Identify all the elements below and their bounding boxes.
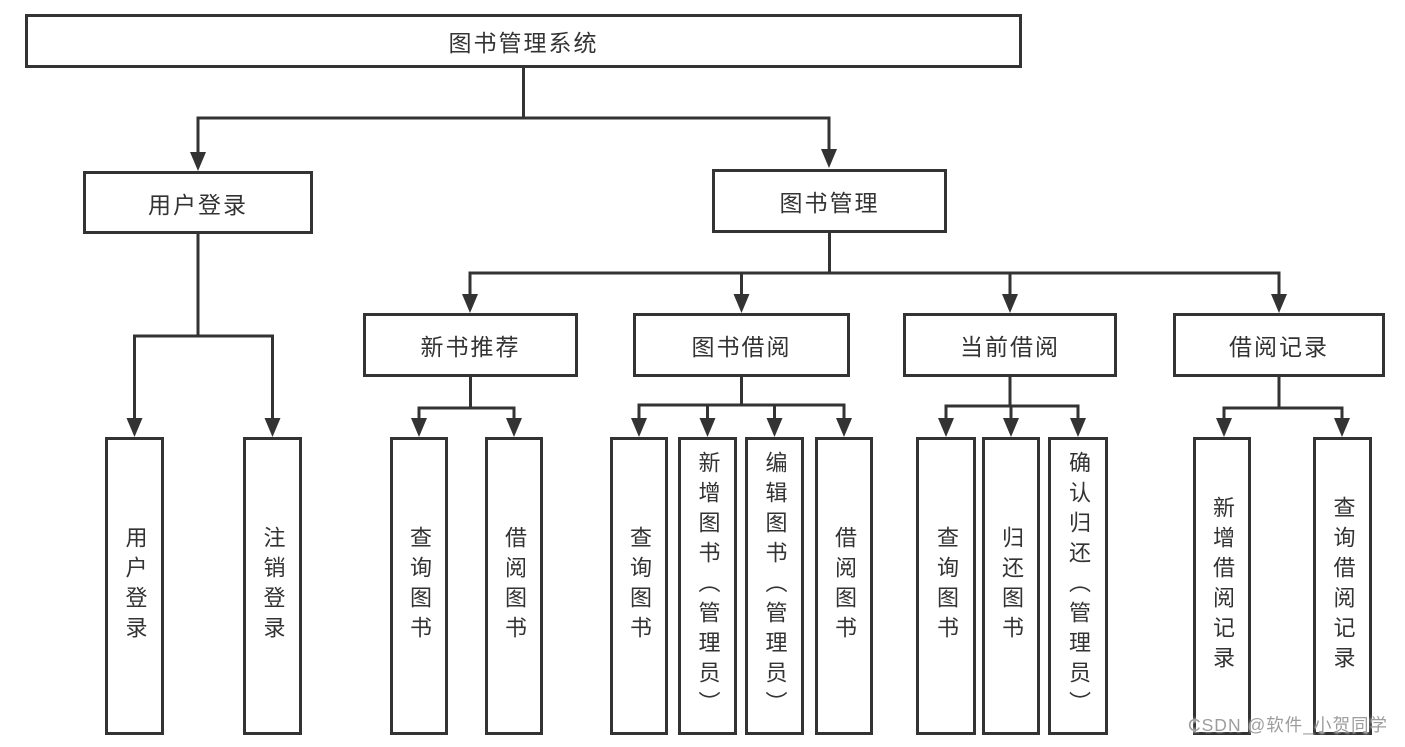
leaf-borrow-books: 借阅图书 xyxy=(815,437,873,735)
node-new-book-recommend: 新书推荐 xyxy=(363,313,578,377)
connector-borrow-records-children xyxy=(1222,377,1344,423)
node-book-borrow: 图书借阅 xyxy=(633,313,850,377)
csdn-watermark: CSDN @软件_小贺同学 xyxy=(1188,715,1388,735)
node-library-system-label: 图书管理系统 xyxy=(448,30,599,56)
connector-book-borrow-children xyxy=(637,377,846,423)
node-book-management: 图书管理 xyxy=(712,169,947,233)
leaf-query-books-borrow-label: 查询图书 xyxy=(627,526,652,646)
leaf-borrow-books-label: 借阅图书 xyxy=(832,526,857,646)
leaf-edit-book-admin: 编辑图书（管理员） xyxy=(745,437,804,735)
connector-current-borrow-children xyxy=(944,377,1080,423)
leaf-user-login-label: 用户登录 xyxy=(122,526,148,646)
leaf-logout-label: 注销登录 xyxy=(260,526,286,646)
leaf-borrow-books-recommend-label: 借阅图书 xyxy=(502,526,527,646)
leaf-confirm-return-admin-label: 确认归还（管理员） xyxy=(1066,451,1091,721)
leaf-add-book-admin-label: 新增图书（管理员） xyxy=(695,451,721,721)
leaf-add-book-admin: 新增图书（管理员） xyxy=(678,437,737,735)
leaf-edit-book-admin-label: 编辑图书（管理员） xyxy=(762,451,788,721)
node-library-system: 图书管理系统 xyxy=(25,14,1022,68)
leaf-return-books: 归还图书 xyxy=(982,437,1040,735)
leaf-query-books-borrow: 查询图书 xyxy=(610,437,668,735)
node-new-book-recommend-label: 新书推荐 xyxy=(420,334,521,360)
node-borrow-records: 借阅记录 xyxy=(1173,313,1385,377)
leaf-logout: 注销登录 xyxy=(243,437,302,735)
leaf-confirm-return-admin: 确认归还（管理员） xyxy=(1048,437,1108,735)
connector-book-management-children xyxy=(468,233,1281,299)
leaf-borrow-books-recommend: 借阅图书 xyxy=(485,437,543,735)
leaf-add-borrow-record: 新增借阅记录 xyxy=(1193,437,1251,735)
leaf-query-borrow-record: 查询借阅记录 xyxy=(1313,437,1372,735)
node-current-borrow-label: 当前借阅 xyxy=(960,334,1060,360)
connector-new-book-recommend-children xyxy=(417,377,516,423)
node-borrow-records-label: 借阅记录 xyxy=(1229,334,1329,360)
arrowheads xyxy=(126,149,1350,437)
node-user-login-label: 用户登录 xyxy=(148,191,248,218)
leaf-query-books-recommend: 查询图书 xyxy=(390,437,448,735)
leaf-query-borrow-record-label: 查询借阅记录 xyxy=(1330,496,1356,676)
connector-root-to-level2 xyxy=(196,66,831,154)
leaf-query-books-current-label: 查询图书 xyxy=(934,526,959,646)
node-user-login: 用户登录 xyxy=(83,171,313,234)
node-book-management-label: 图书管理 xyxy=(779,190,880,216)
node-book-borrow-label: 图书借阅 xyxy=(691,334,792,360)
leaf-user-login: 用户登录 xyxy=(105,437,164,735)
connector-user-login-children xyxy=(133,234,274,423)
leaf-add-borrow-record-label: 新增借阅记录 xyxy=(1210,496,1235,676)
node-current-borrow: 当前借阅 xyxy=(903,313,1117,377)
leaf-query-books-current: 查询图书 xyxy=(916,437,976,735)
leaf-query-books-recommend-label: 查询图书 xyxy=(407,526,432,646)
leaf-return-books-label: 归还图书 xyxy=(999,526,1024,646)
